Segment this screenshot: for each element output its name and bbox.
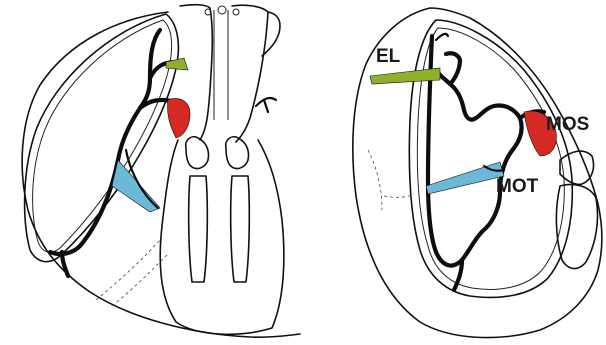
left-small-nerve-right xyxy=(256,98,276,112)
label-el: EL xyxy=(376,46,401,67)
right-dashed-contour-2 xyxy=(384,194,414,197)
right-nerve-branch-el xyxy=(446,53,460,84)
right-nerve-main xyxy=(428,36,522,266)
left-muscle-el xyxy=(166,58,188,70)
left-shell-outer xyxy=(25,14,179,262)
left-plate-left xyxy=(186,137,209,169)
right-labrum xyxy=(556,185,597,269)
label-mot: MOT xyxy=(496,176,539,197)
left-column-right xyxy=(231,176,250,282)
left-view xyxy=(22,5,300,338)
left-column-left xyxy=(189,176,208,282)
left-dashed-contour-1 xyxy=(96,240,160,300)
left-nerve-loop xyxy=(50,30,160,254)
right-frontal-plate xyxy=(560,151,594,184)
label-mos: MOS xyxy=(546,114,589,135)
left-top-dot-2 xyxy=(218,6,226,14)
left-top-dot-3 xyxy=(233,9,239,15)
right-capsule-inner xyxy=(417,28,564,289)
right-nerve-top-loop xyxy=(436,34,448,40)
left-midline-right xyxy=(232,5,268,142)
right-muscle-mot xyxy=(426,162,504,194)
right-capsule-outer xyxy=(409,20,572,297)
left-body-outline xyxy=(160,140,284,334)
right-dashed-contour-1 xyxy=(368,150,382,210)
left-head-outline xyxy=(22,12,300,337)
left-muscle-mos xyxy=(167,99,190,138)
